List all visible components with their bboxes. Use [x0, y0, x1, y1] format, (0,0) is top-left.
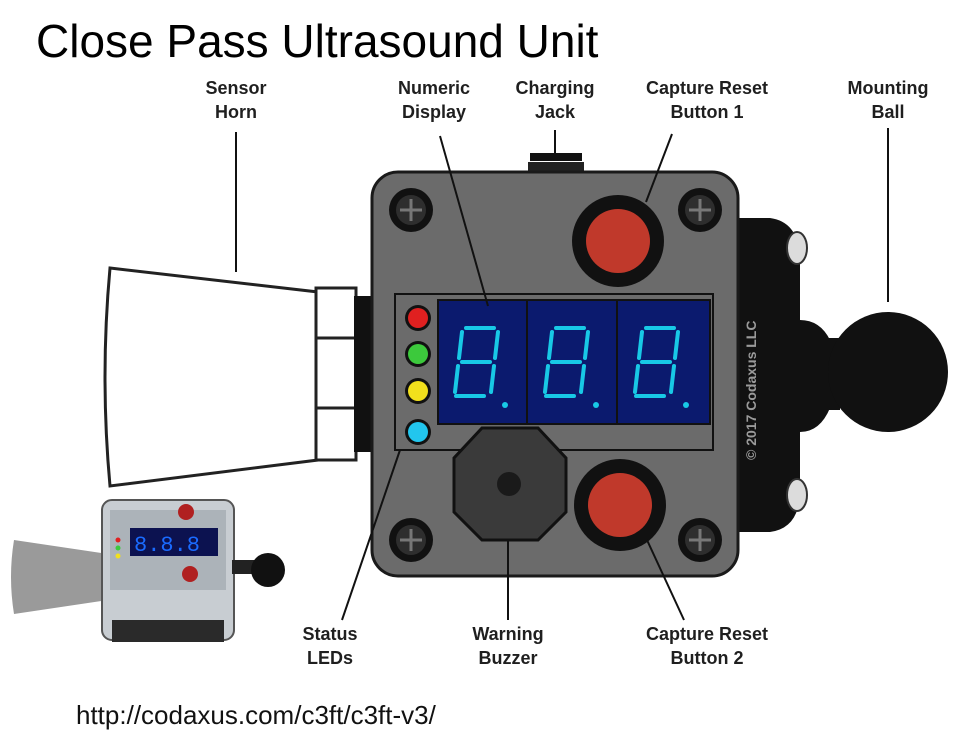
svg-text:8.8.8: 8.8.8	[134, 533, 200, 558]
status-leds	[405, 305, 431, 445]
screw-icon	[678, 518, 722, 562]
screw-icon	[678, 188, 722, 232]
device-photo: 8.8.8	[11, 499, 285, 642]
seven-segment-digit	[633, 326, 689, 408]
leader-lines	[235, 128, 889, 621]
label-mounting-ball: Mounting Ball	[847, 78, 929, 122]
source-url[interactable]: http://codaxus.com/c3ft/c3ft-v3/	[76, 700, 436, 730]
warning-buzzer	[452, 426, 568, 542]
label-status-leds: Status LEDs	[302, 624, 358, 668]
label-sensor-horn: Sensor Horn	[205, 78, 267, 122]
label-capture-reset-1: Capture Reset Button 1	[645, 78, 769, 122]
sensor-horn	[103, 266, 376, 488]
charging-jack	[528, 153, 584, 172]
copyright-text: © 2017 Codaxus LLC	[743, 321, 759, 460]
screw-icon	[389, 518, 433, 562]
capture-reset-button-1	[572, 195, 664, 287]
label-charging-jack: Charging Jack	[515, 78, 595, 122]
capture-reset-button-2	[574, 459, 666, 551]
seven-segment-digit	[543, 326, 599, 408]
screw-icon	[389, 188, 433, 232]
seven-segment-digit	[453, 326, 508, 408]
label-warning-buzzer: Warning Buzzer	[472, 624, 544, 668]
mounting-ball	[735, 218, 948, 532]
page-title: Close Pass Ultrasound Unit	[36, 15, 599, 67]
label-numeric-display: Numeric Display	[397, 78, 471, 122]
label-capture-reset-2: Capture Reset Button 2	[645, 624, 769, 668]
numeric-display	[437, 299, 711, 425]
